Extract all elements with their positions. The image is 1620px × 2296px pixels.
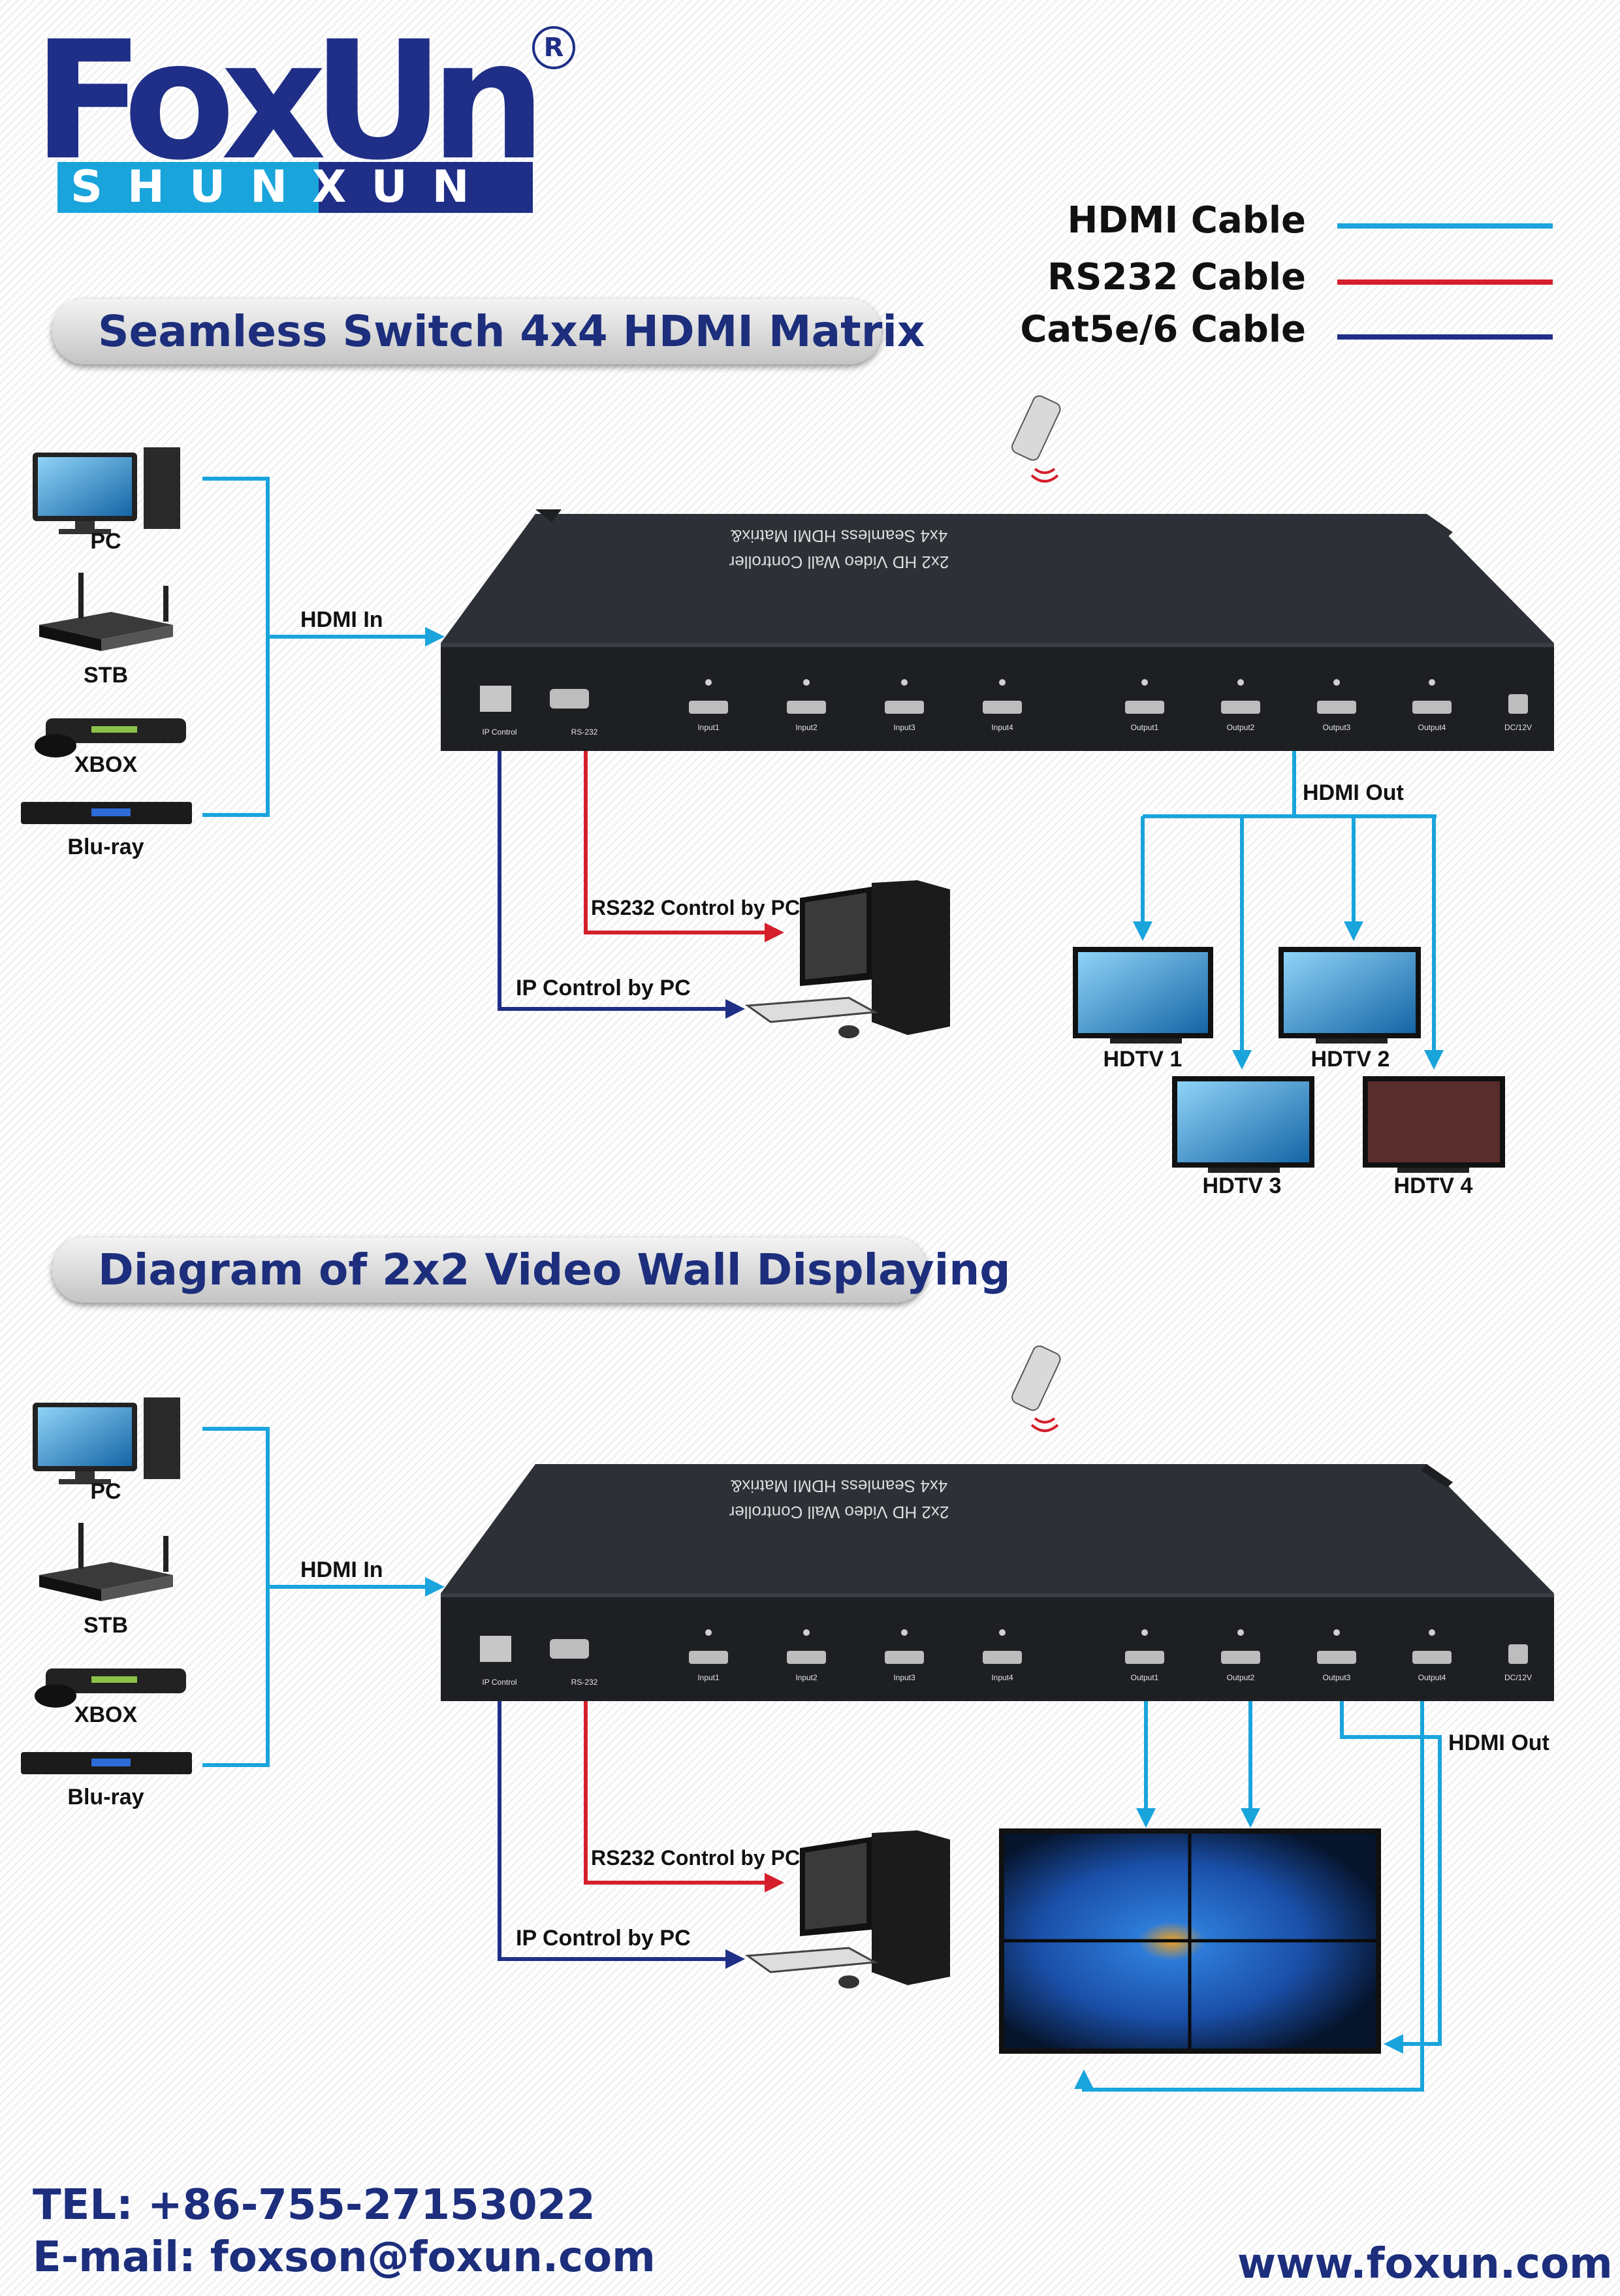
port2-label-dc: DC/12V xyxy=(1504,1673,1532,1682)
s2-hdmi-out-label: HDMI Out xyxy=(1448,1730,1549,1755)
port2-label-input1: Input1 xyxy=(697,1673,720,1682)
port-label-input2: Input2 xyxy=(795,723,818,732)
ethernet-port xyxy=(480,686,511,712)
hdtv3-icon xyxy=(1172,1076,1314,1173)
footer-website[interactable]: www.foxun.com xyxy=(1237,2240,1613,2288)
hdtv3-label: HDTV 3 xyxy=(1202,1173,1282,1198)
bluray-source-icon xyxy=(21,802,192,824)
port-label-output2: Output2 xyxy=(1227,723,1255,732)
legend-hdmi-label: HDMI Cable xyxy=(1067,199,1306,242)
port-label-rs232: RS-232 xyxy=(571,727,598,737)
port-label-input3: Input3 xyxy=(893,723,915,732)
section2-title: Diagram of 2x2 Video Wall Displaying xyxy=(52,1237,1010,1303)
port2-label-ip: IP Control xyxy=(482,1678,516,1687)
s1-source-xbox: XBOX xyxy=(74,752,138,777)
xbox-source-icon xyxy=(35,718,186,757)
pc-source-icon-2 xyxy=(33,1397,180,1484)
stb-source-icon xyxy=(39,573,173,651)
registered-mark: R xyxy=(532,26,575,69)
port-label-output3: Output3 xyxy=(1323,723,1351,732)
port2-label-input2: Input2 xyxy=(795,1673,818,1682)
s1-rs232-label: RS232 Control by PC xyxy=(591,896,801,919)
stb-source-icon-2 xyxy=(39,1523,173,1601)
control-pc-icon-2 xyxy=(744,1830,950,1988)
legend-hdmi-line xyxy=(1337,223,1553,229)
logo-subbar xyxy=(57,162,533,213)
matrix-switcher-device-2: 4x4 Seamless HDMI Matrix& 2x2 HD Video W… xyxy=(441,1464,1554,1701)
s1-source-pc: PC xyxy=(90,529,121,554)
bluray-source-icon-2 xyxy=(21,1752,192,1774)
hdtv2-icon xyxy=(1279,947,1421,1044)
legend-cat-label: Cat5e/6 Cable xyxy=(1020,308,1306,351)
s1-hdmi-in-label: HDMI In xyxy=(300,607,383,632)
hdtv2-label: HDTV 2 xyxy=(1310,1047,1390,1072)
legend-cat-line xyxy=(1337,334,1553,340)
s2-ip-label: IP Control by PC xyxy=(516,1926,691,1951)
footer-email[interactable]: E-mail: foxson@foxun.com xyxy=(33,2233,656,2282)
s2-hdmi-in-label: HDMI In xyxy=(300,1557,383,1582)
s2-source-stb: STB xyxy=(84,1613,128,1638)
port-label-output1: Output1 xyxy=(1131,723,1159,732)
section1-diagram: 4x4 Seamless HDMI Matrix& 2x2 HD Video W… xyxy=(21,395,1554,1173)
port2-label-output2: Output2 xyxy=(1227,1673,1255,1682)
matrix-switcher-device: 4x4 Seamless HDMI Matrix& 2x2 HD Video W… xyxy=(441,509,1554,751)
s2-source-xbox: XBOX xyxy=(74,1702,138,1727)
port2-label-output1: Output1 xyxy=(1131,1673,1159,1682)
port2-label-rs232: RS-232 xyxy=(571,1678,598,1687)
port2-label-input3: Input3 xyxy=(893,1673,915,1682)
s1-ip-label: IP Control by PC xyxy=(516,976,691,1000)
footer-tel: TEL: +86-755-27153022 xyxy=(33,2181,596,2229)
remote-icon xyxy=(1011,395,1061,483)
legend-rs232-line xyxy=(1337,279,1553,285)
hdmi-ports xyxy=(689,694,1528,714)
device2-top-text-1: 4x4 Seamless HDMI Matrix& xyxy=(731,1476,947,1496)
remote-icon-2 xyxy=(1011,1345,1061,1432)
pc-source-icon xyxy=(33,447,180,534)
port2-label-output4: Output4 xyxy=(1418,1673,1446,1682)
s1-source-stb: STB xyxy=(84,663,128,688)
device2-top-text-2: 2x2 HD Video Wall Controller xyxy=(729,1503,949,1522)
hdtv4-label: HDTV 4 xyxy=(1393,1173,1473,1198)
video-wall-2x2 xyxy=(999,1828,1381,2054)
legend-rs232-label: RS232 Cable xyxy=(1047,256,1306,298)
section2-diagram: 4x4 Seamless HDMI Matrix& 2x2 HD Video W… xyxy=(21,1345,1554,2092)
s1-source-bluray: Blu-ray xyxy=(67,835,144,859)
device-top-text-2: 2x2 HD Video Wall Controller xyxy=(729,552,949,572)
logo-wordmark: FoxUn xyxy=(33,6,547,196)
section1-title: Seamless Switch 4x4 HDMI Matrix xyxy=(52,299,925,364)
hdtv4-icon xyxy=(1363,1076,1505,1173)
s2-rs232-label: RS232 Control by PC xyxy=(591,1846,801,1870)
hdtv1-label: HDTV 1 xyxy=(1103,1047,1183,1072)
s2-source-bluray: Blu-ray xyxy=(67,1785,144,1810)
device-top-text-1: 4x4 Seamless HDMI Matrix& xyxy=(731,526,947,546)
xbox-source-icon-2 xyxy=(35,1668,186,1708)
rs232-port xyxy=(550,689,589,709)
port-label-output4: Output4 xyxy=(1418,723,1446,732)
control-pc-icon xyxy=(744,880,950,1038)
port-label-dc: DC/12V xyxy=(1504,723,1532,732)
s2-source-pc: PC xyxy=(90,1479,121,1504)
s1-hdmi-out-label: HDMI Out xyxy=(1303,780,1404,805)
port-label-ip: IP Control xyxy=(482,727,516,737)
logo-subtitle: SHUNXUN xyxy=(71,161,494,213)
port2-label-output3: Output3 xyxy=(1323,1673,1351,1682)
port-label-input1: Input1 xyxy=(697,723,720,732)
port-label-input4: Input4 xyxy=(991,723,1013,732)
hdtv1-icon xyxy=(1073,947,1213,1044)
port2-label-input4: Input4 xyxy=(991,1673,1013,1682)
